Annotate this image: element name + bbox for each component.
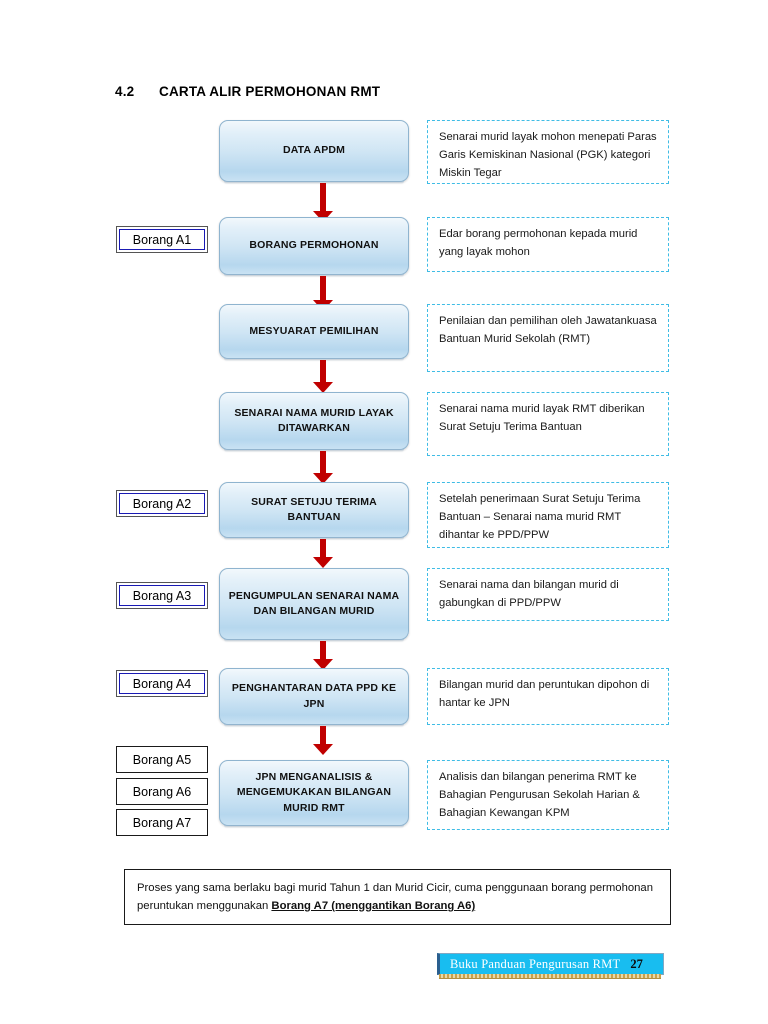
section-number: 4.2 <box>115 84 135 99</box>
arrow-head <box>313 382 333 393</box>
borang-tag-a6-label: Borang A6 <box>117 779 207 804</box>
description-box-2: Edar borang permohonan kepada murid yang… <box>427 217 669 272</box>
process-box-penghantaran-data[interactable]: PENGHANTARAN DATA PPD KE JPN <box>219 668 409 727</box>
arrow-shaft <box>320 641 326 659</box>
borang-tag-a3[interactable]: Borang A3 <box>116 582 208 609</box>
description-box-4: Senarai nama murid layak RMT diberikan S… <box>427 392 669 456</box>
footer-label: Buku Panduan Pengurusan RMT <box>450 956 621 971</box>
arrow-head <box>313 473 333 484</box>
borang-tag-a4-label: Borang A4 <box>119 673 205 694</box>
flowchart: DATA APDM Senarai murid layak mohon mene… <box>116 120 669 836</box>
note-text: Proses yang sama berlaku bagi murid Tahu… <box>137 882 653 913</box>
page-number: 27 <box>630 956 643 971</box>
page-title: 4.2 CARTA ALIR PERMOHONAN RMT <box>115 84 380 99</box>
borang-tag-a7[interactable]: Borang A7 <box>116 809 208 836</box>
footer-underline-decoration <box>439 974 661 979</box>
borang-tag-a3-label: Borang A3 <box>119 585 205 606</box>
note-box: Proses yang sama berlaku bagi murid Tahu… <box>124 869 671 925</box>
arrow-head <box>313 659 333 670</box>
flow-arrow-6 <box>313 641 333 670</box>
description-box-7: Bilangan murid dan peruntukan dipohon di… <box>427 668 669 725</box>
description-box-6: Senarai nama dan bilangan murid di gabun… <box>427 568 669 621</box>
process-box-pengumpulan-senarai[interactable]: PENGUMPULAN SENARAI NAMA DAN BILANGAN MU… <box>219 568 409 642</box>
process-box-mesyuarat-pemilihan[interactable]: MESYUARAT PEMILIHAN <box>219 304 409 361</box>
flow-arrow-1 <box>313 183 333 222</box>
arrow-head <box>313 744 333 755</box>
arrow-shaft <box>320 539 326 557</box>
description-box-3: Penilaian dan pemilihan oleh Jawatankuas… <box>427 304 669 372</box>
arrow-shaft <box>320 451 326 473</box>
borang-tag-a5-label: Borang A5 <box>117 747 207 772</box>
section-title-text: CARTA ALIR PERMOHONAN RMT <box>159 84 381 99</box>
note-emphasis: Borang A7 (menggantikan Borang A6) <box>271 900 476 913</box>
borang-tag-a1-label: Borang A1 <box>119 229 205 250</box>
process-box-data-apdm[interactable]: DATA APDM <box>219 120 409 184</box>
description-box-1: Senarai murid layak mohon menepati Paras… <box>427 120 669 184</box>
borang-tag-a2[interactable]: Borang A2 <box>116 490 208 517</box>
description-box-8: Analisis dan bilangan penerima RMT ke Ba… <box>427 760 669 830</box>
borang-tag-a2-label: Borang A2 <box>119 493 205 514</box>
flow-arrow-4 <box>313 451 333 484</box>
arrow-shaft <box>320 276 326 300</box>
arrow-shaft <box>320 183 326 211</box>
footer-bar: Buku Panduan Pengurusan RMT 27 <box>437 953 664 975</box>
process-box-surat-setuju-terima[interactable]: SURAT SETUJU TERIMA BANTUAN <box>219 482 409 540</box>
arrow-head <box>313 211 333 222</box>
arrow-shaft <box>320 726 326 744</box>
borang-tag-a7-label: Borang A7 <box>117 810 207 835</box>
flow-arrow-5 <box>313 539 333 568</box>
footer-banner: Buku Panduan Pengurusan RMT 27 <box>437 953 664 979</box>
process-box-senarai-nama-murid[interactable]: SENARAI NAMA MURID LAYAK DITAWARKAN <box>219 392 409 452</box>
borang-tag-a4[interactable]: Borang A4 <box>116 670 208 697</box>
borang-tag-a6[interactable]: Borang A6 <box>116 778 208 805</box>
flow-arrow-3 <box>313 360 333 393</box>
borang-tag-a1[interactable]: Borang A1 <box>116 226 208 253</box>
process-box-jpn-menganalisis[interactable]: JPN MENGANALISIS & MENGEMUKAKAN BILANGAN… <box>219 760 409 828</box>
description-box-5: Setelah penerimaan Surat Setuju Terima B… <box>427 482 669 548</box>
flow-arrow-7 <box>313 726 333 755</box>
process-box-borang-permohonan[interactable]: BORANG PERMOHONAN <box>219 217 409 277</box>
borang-tag-a5[interactable]: Borang A5 <box>116 746 208 773</box>
arrow-head <box>313 557 333 568</box>
arrow-shaft <box>320 360 326 382</box>
